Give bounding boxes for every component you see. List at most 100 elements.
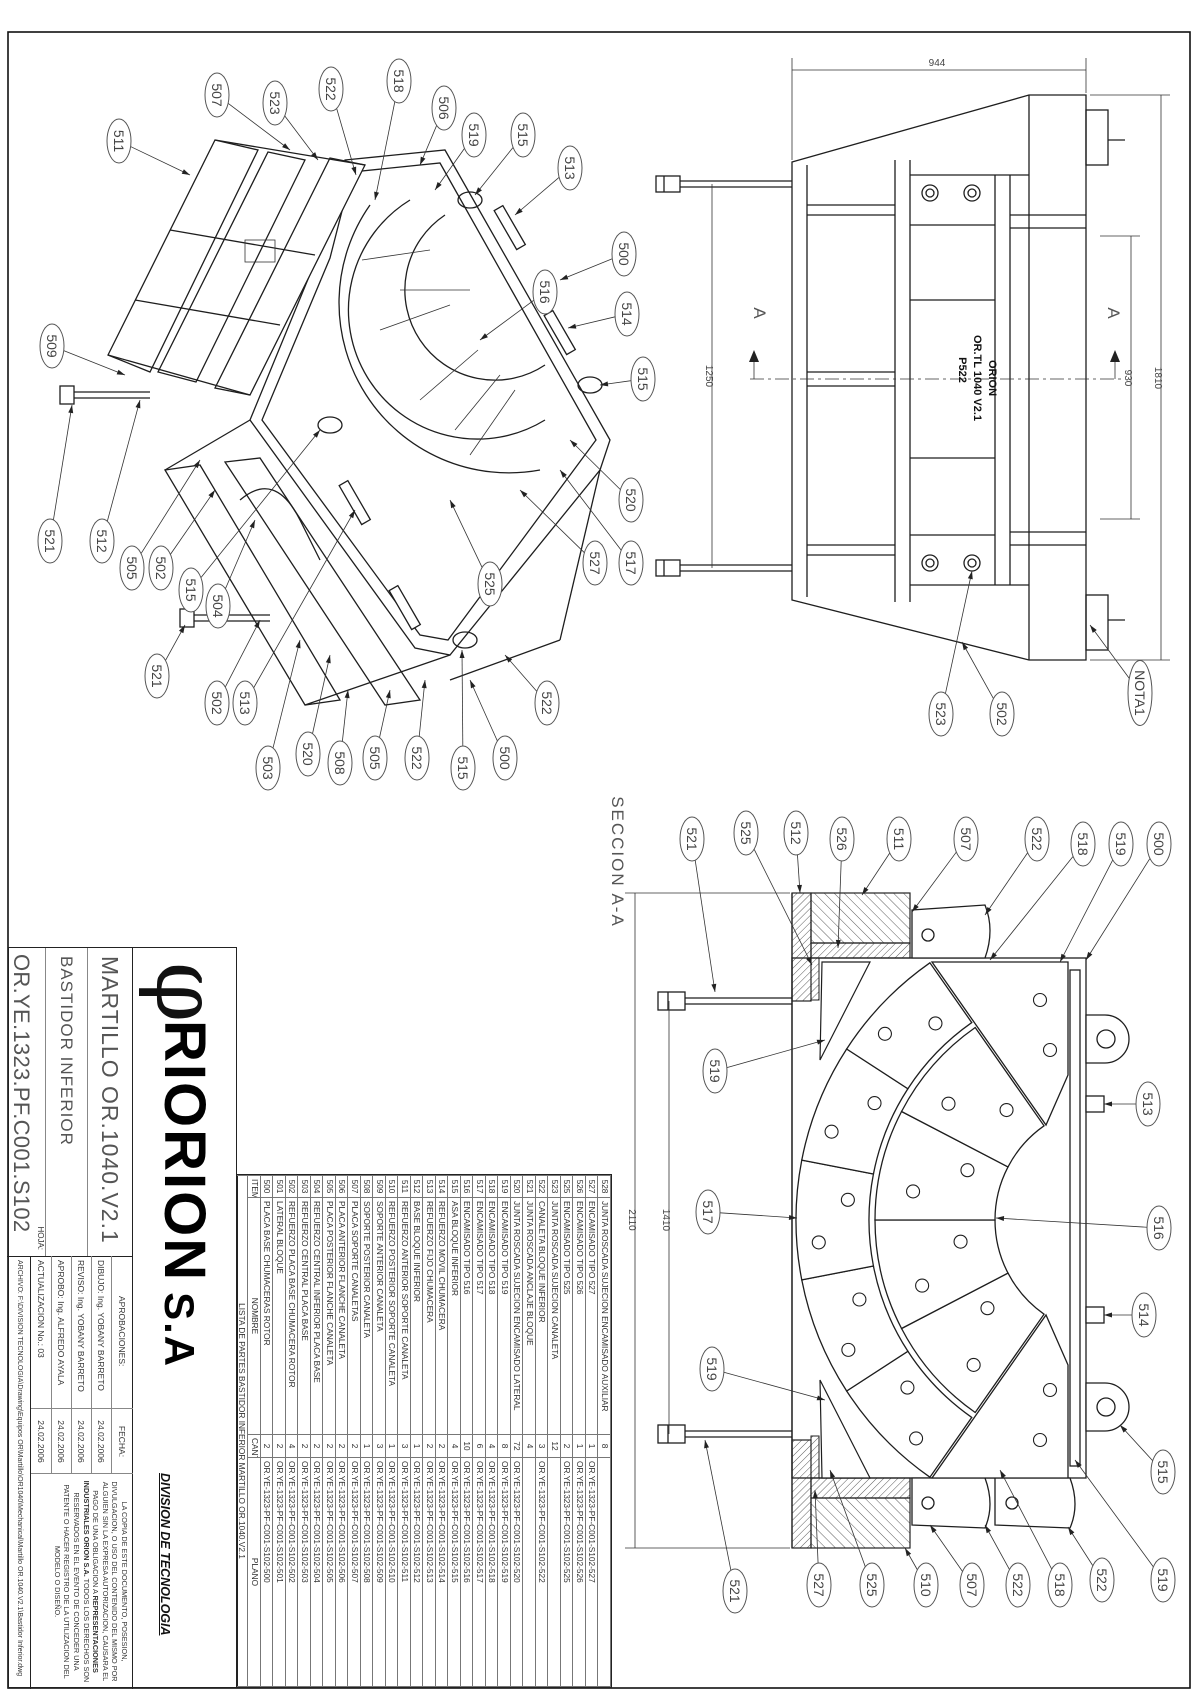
balloon-515: 515 [450,649,476,791]
bolt-hole [953,1234,968,1249]
balloon-519: 519 [699,1346,826,1401]
balloon-label: 522 [1029,827,1045,851]
nameplate-line-1: ORION [986,360,998,396]
bolt-hole [867,1096,882,1111]
parts-cell-plan: OR.YE-1323-PF-C001-S102-500 [260,1457,273,1687]
balloon-label: 515 [183,578,199,602]
leader-arrow [475,187,482,195]
balloon-outline [722,1568,748,1614]
balloon-outline [431,85,457,131]
company-logo-icon: φ [136,962,236,1023]
header-name: NOMBRE [248,1197,261,1435]
leader-line [312,654,331,734]
balloon-label: 502 [153,556,169,580]
parts-cell-plan: OR.YE-1323-PF-C001-S102-525 [560,1457,573,1687]
balloon-outline [1150,1557,1176,1603]
balloon-outline [1089,1557,1115,1603]
leader-line [200,429,321,578]
balloon-outline [89,518,115,564]
balloon-label: 525 [738,821,754,845]
parts-cell-item: 515 [448,1175,461,1198]
balloon-label: 515 [1155,1460,1171,1484]
balloon-outline [1108,821,1134,867]
parts-cell-name: SOPORTE ANTERIOR CANALETA [373,1197,386,1435]
dim-rod-spacing: 1410 [660,1209,671,1232]
parts-cell-item: 503 [298,1175,311,1198]
balloon-520: 520 [569,439,644,523]
bolt-hole [1042,1382,1058,1398]
parts-cell-plan: OR.YE-1323-PF-C001-S102-503 [298,1457,311,1687]
balloon-outline [783,810,809,856]
parts-cell-plan: OR.YE-1323-PF-C001-S102-512 [410,1457,423,1687]
approvals: APROBACIONES: FECHA: DIBUJO: Ing. YOBANY… [7,1256,133,1689]
leader-line [911,851,957,913]
parts-cell-plan: OR.YE-1323-PF-C001-S102-508 [360,1457,373,1687]
balloon-502: 502 [148,489,216,591]
parts-cell-name: REFUERZO MOVIL CHUMACERA [435,1197,448,1435]
leader-arrow [178,625,185,634]
leader-arrow [374,191,380,200]
parts-cell-item: 500 [260,1175,273,1198]
parts-cell-plan: OR.YE-1323-PF-C001-S102-511 [398,1457,411,1687]
leader-arrow [435,182,442,190]
leader-arrow [796,884,802,893]
balloon-outline [386,58,412,104]
balloon-outline [148,545,174,591]
leader-line [253,509,356,688]
balloon-outline [733,810,759,856]
parts-cell-name: JUNTA ROSCADA ANCLAJE BLOQUE [523,1197,536,1435]
balloon-outline [557,145,583,191]
leader-arrow [470,680,476,689]
balloon-label: 505 [124,556,140,580]
leader-arrow [480,333,488,340]
balloon-label: NOTA1 [1132,670,1148,716]
parts-cell-item: 508 [360,1175,373,1198]
leader-line [461,649,464,747]
balloon-521: 521 [679,816,717,993]
copyright-notice: LA COPIA DE ESTE DOCUMENTO, POSESION, DI… [31,1473,133,1689]
parts-cell-plan: OR.YE-1323-PF-C001-S102-520 [510,1457,523,1687]
balloon-outline [404,735,430,781]
balloon-523: 523 [262,80,319,161]
balloon-label: 519 [704,1357,720,1381]
balloon-outline [614,291,640,337]
balloon-outline [255,745,281,791]
parts-cell-qty: 2 [435,1434,448,1458]
leader-line [989,856,1074,961]
company-name-text: RIORION [152,1020,217,1283]
parts-cell-plan [523,1457,536,1687]
leader-arrow [1075,1460,1082,1468]
balloon-527: 527 [519,489,608,586]
balloon-label: 513 [562,156,578,180]
balloon-522: 522 [984,1524,1031,1608]
leader-line [1059,859,1114,963]
balloon-label: 507 [209,83,225,107]
leader-line [434,148,465,191]
parts-cell-name: SOPORTE POSTERIOR CANALETA [360,1197,373,1435]
balloon-label: 500 [616,242,632,266]
balloon-511: 511 [861,816,912,896]
leader-arrow [1086,951,1093,960]
parts-cell-qty: 8 [598,1434,611,1458]
leader-line [984,1524,1010,1570]
balloon-outline [39,323,65,369]
parts-cell-plan: OR.YE-1323-PF-C001-S102-501 [273,1457,286,1687]
parts-cell-qty: 1 [360,1434,373,1458]
liner-arc-mid [347,199,546,440]
balloon-outline [1135,1081,1161,1127]
leader-arrow [788,1214,797,1220]
parts-cell-name: BASE BLOQUE INFERIOR [410,1197,423,1435]
leader-arrow [835,939,841,948]
leader-arrow [459,650,465,659]
balloon-519: 519 [1074,1459,1176,1603]
balloon-outline [611,231,637,277]
parts-cell-qty: 2 [348,1434,361,1458]
balloon-label: 505 [367,746,383,770]
balloon-515: 515 [474,112,536,196]
